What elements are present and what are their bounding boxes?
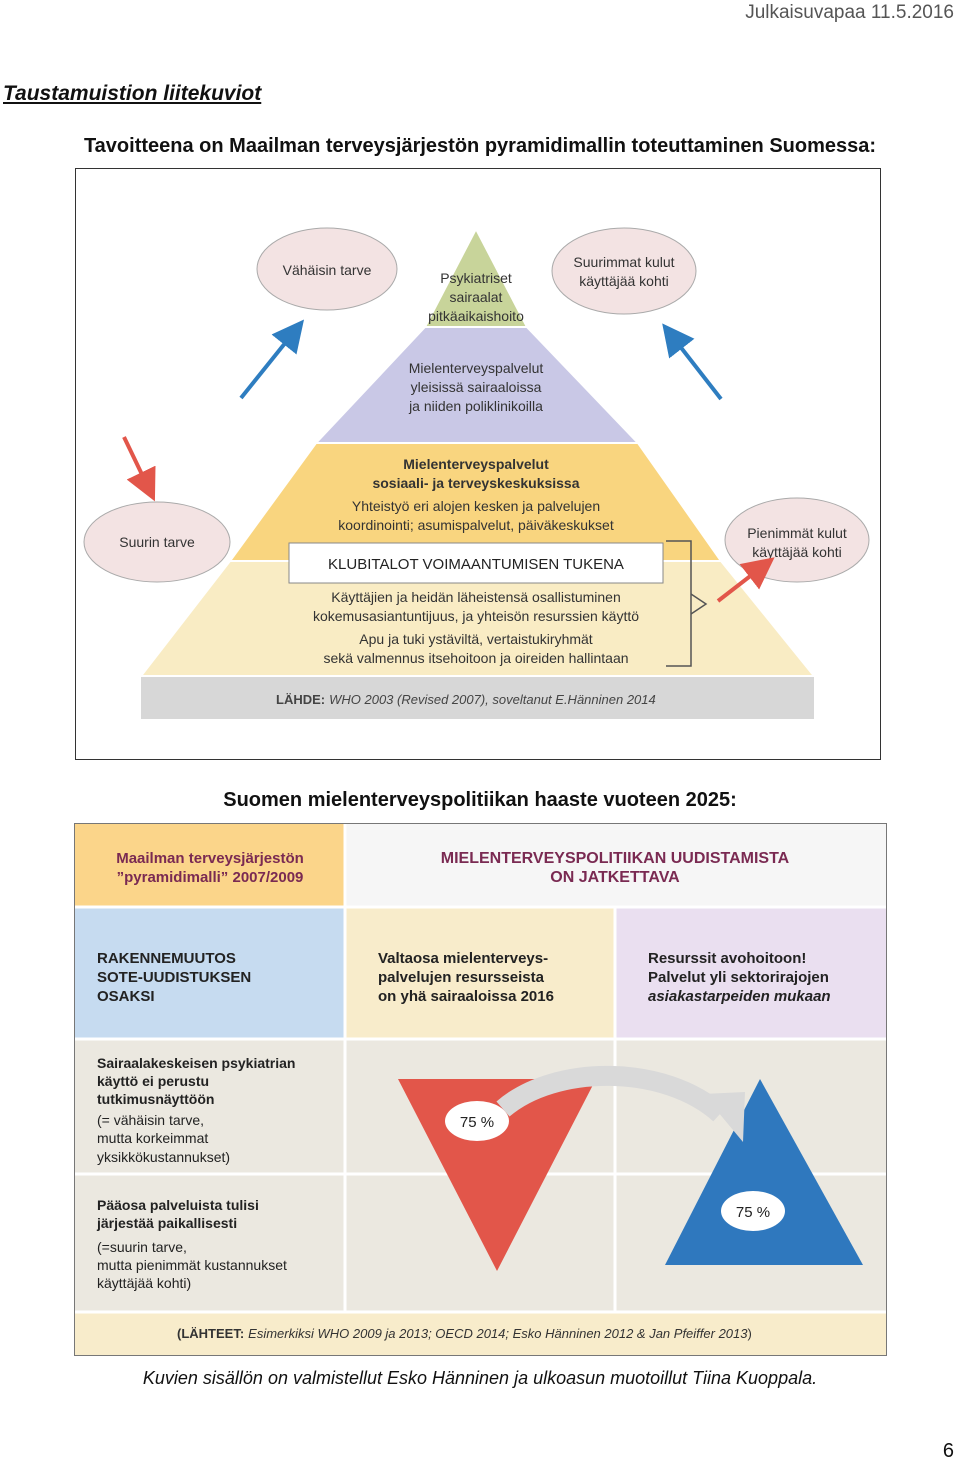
cell-policy-title (345, 824, 886, 907)
figure1-heading: Tavoitteena on Maailman terveysjärjestön… (83, 135, 877, 157)
figure2-sources-text: Esimerkiksi WHO 2009 ja 2013; OECD 2014;… (248, 1326, 748, 1341)
hospital-line2: palvelujen resursseista (378, 969, 545, 986)
figure2-sources-label: (LÄHTEET: (177, 1326, 244, 1341)
tier5-line2: sekä valmennus itsehoitoon ja oireiden h… (323, 650, 628, 666)
bubble-highest-need-text: Suurin tarve (119, 534, 195, 550)
who-model-line1: Maailman terveysjärjestön (116, 850, 304, 867)
tier1-line3: pitkäaikaishoito (428, 308, 524, 324)
cell-structural-change (75, 907, 345, 1039)
blue-arrow-left (239, 319, 305, 400)
bubble-lowest-cost-line2: käyttäjää kohti (752, 544, 842, 560)
bracket-tip (690, 593, 708, 615)
policy-grid-graphic: Maailman terveysjärjestön ”pyramidimalli… (75, 824, 886, 1355)
cell-who-model (75, 824, 345, 907)
hospital-line1: Valtaosa mielenterveys- (378, 950, 548, 967)
figure2-heading: Suomen mielenterveyspolitiikan haaste vu… (223, 789, 737, 811)
hospital-centric-bold-line3: tutkimusnäyttöön (97, 1091, 214, 1107)
cell-outpatient-resources (615, 907, 886, 1039)
blue-arrow-right (662, 323, 723, 401)
structural-line3: OSAKSI (97, 988, 155, 1005)
shift-arrow (496, 1065, 727, 1122)
policy-challenge-figure: Maailman terveysjärjestön ”pyramidimalli… (74, 823, 887, 1356)
red-percent-badge (445, 1101, 509, 1141)
tier3-text-line1: Yhteistyö eri alojen kesken ja palveluje… (352, 498, 600, 514)
bubble-highest-cost-line2: käyttäjää kohti (579, 273, 669, 289)
pyramid-source: LÄHDE: WHO 2003 (Revised 2007), soveltanu… (276, 692, 656, 707)
outpatient-line2: Palvelut yli sektorirajojen (648, 969, 829, 986)
hospital-line3: on yhä sairaaloissa 2016 (378, 988, 554, 1005)
tier1-line2: sairaalat (450, 289, 503, 305)
bubble-lowest-cost-line1: Pienimmät kulut (747, 525, 847, 541)
bubble-lowest-need (256, 227, 398, 311)
credits-note: Kuvien sisällön on valmistellut Esko Hän… (142, 1368, 818, 1388)
bracket (666, 540, 692, 667)
policy-title-line2: ON JATKETTAVA (550, 869, 680, 886)
red-arrow-left (122, 436, 156, 502)
pyramid-base-source-band (141, 676, 814, 719)
outpatient-line3: asiakastarpeiden mukaan (648, 988, 831, 1005)
blue-percent-badge (721, 1191, 785, 1231)
hospital-centric-bold-line2: käyttö ei perustu (97, 1073, 209, 1089)
pyramid-graphic: Vähäisin tarve Suurimmat kulut käyttäjää… (83, 226, 870, 719)
local-services-plain-line3: käyttäjää kohti) (97, 1275, 191, 1291)
tier2-line1: Mielenterveyspalvelut (409, 360, 544, 376)
cell-sources (75, 1312, 886, 1355)
clubhouse-box (288, 542, 664, 584)
bubble-highest-need (83, 501, 231, 583)
pyramid-source-text: WHO 2003 (Revised 2007), soveltanut E.Hä… (329, 692, 656, 707)
tier2-line2: yleisissä sairaaloissa (411, 379, 542, 395)
pyramid-source-label: LÄHDE: (276, 692, 325, 707)
page-number: 6 (942, 1440, 954, 1462)
structural-line2: SOTE-UUDISTUKSEN (97, 969, 251, 986)
bubble-lowest-need-text: Vähäisin tarve (283, 262, 372, 278)
tier3-title-line1: Mielenterveyspalvelut (403, 456, 549, 472)
policy-title-line1: MIELENTERVEYSPOLITIIKAN UUDISTAMISTA (441, 850, 790, 867)
blue-percent-label: 75 % (736, 1204, 770, 1221)
hospital-centric-plain-line3: yksikkökustannukset) (97, 1149, 230, 1165)
section-title: Taustamuistion liitekuviot (3, 82, 262, 105)
structural-line1: RAKENNEMUUTOS (97, 950, 236, 967)
hospital-centric-plain-line2: mutta korkeimmat (97, 1130, 208, 1146)
figure2-sources-close: ) (748, 1326, 752, 1341)
who-model-line2: ”pyramidimalli” 2007/2009 (117, 869, 304, 886)
tier4-line1: Käyttäjien ja heidän läheistensä osallis… (331, 589, 621, 605)
hospital-centric-plain-line1: (= vähäisin tarve, (97, 1112, 204, 1128)
bubble-highest-cost-line1: Suurimmat kulut (573, 254, 674, 270)
figure2-sources: (LÄHTEET: Esimerkiksi WHO 2009 ja 2013; O… (177, 1326, 752, 1341)
outpatient-line1: Resurssit avohoitoon! (648, 950, 806, 967)
bubble-highest-cost (551, 227, 697, 315)
local-services-bold-line1: Pääosa palveluista tulisi (97, 1197, 259, 1213)
shift-arrow-head (703, 1092, 745, 1142)
blue-triangle (665, 1079, 863, 1265)
local-services-plain-line1: (=suurin tarve, (97, 1239, 187, 1255)
tier5-line1: Apu ja tuki ystäviltä, vertaistukiryhmät (359, 631, 593, 647)
who-pyramid-figure: Vähäisin tarve Suurimmat kulut käyttäjää… (75, 168, 881, 760)
tier3-title-line2: sosiaali- ja terveyskeskuksissa (372, 475, 579, 491)
red-percent-label: 75 % (460, 1114, 494, 1131)
tier4-line2: kokemusasiantuntijuus, ja yhteisön resur… (313, 608, 639, 624)
hospital-centric-bold-line1: Sairaalakeskeisen psykiatrian (97, 1055, 295, 1071)
red-arrow-right (716, 557, 775, 603)
local-services-plain-line2: mutta pienimmät kustannukset (97, 1257, 287, 1273)
tier2-line3: ja niiden poliklinikoilla (408, 398, 543, 414)
local-services-bold-line2: järjestää paikallisesti (96, 1215, 237, 1231)
tier1-line1: Psykiatriset (440, 270, 512, 286)
cell-hospital-resources (345, 907, 615, 1039)
clubhouse-box-text: KLUBITALOT VOIMAANTUMISEN TUKENA (328, 556, 624, 573)
tier3-text-line2: koordinointi; asumispalvelut, päiväkesku… (338, 517, 614, 533)
publication-date: Julkaisuvapaa 11.5.2016 (745, 2, 954, 23)
